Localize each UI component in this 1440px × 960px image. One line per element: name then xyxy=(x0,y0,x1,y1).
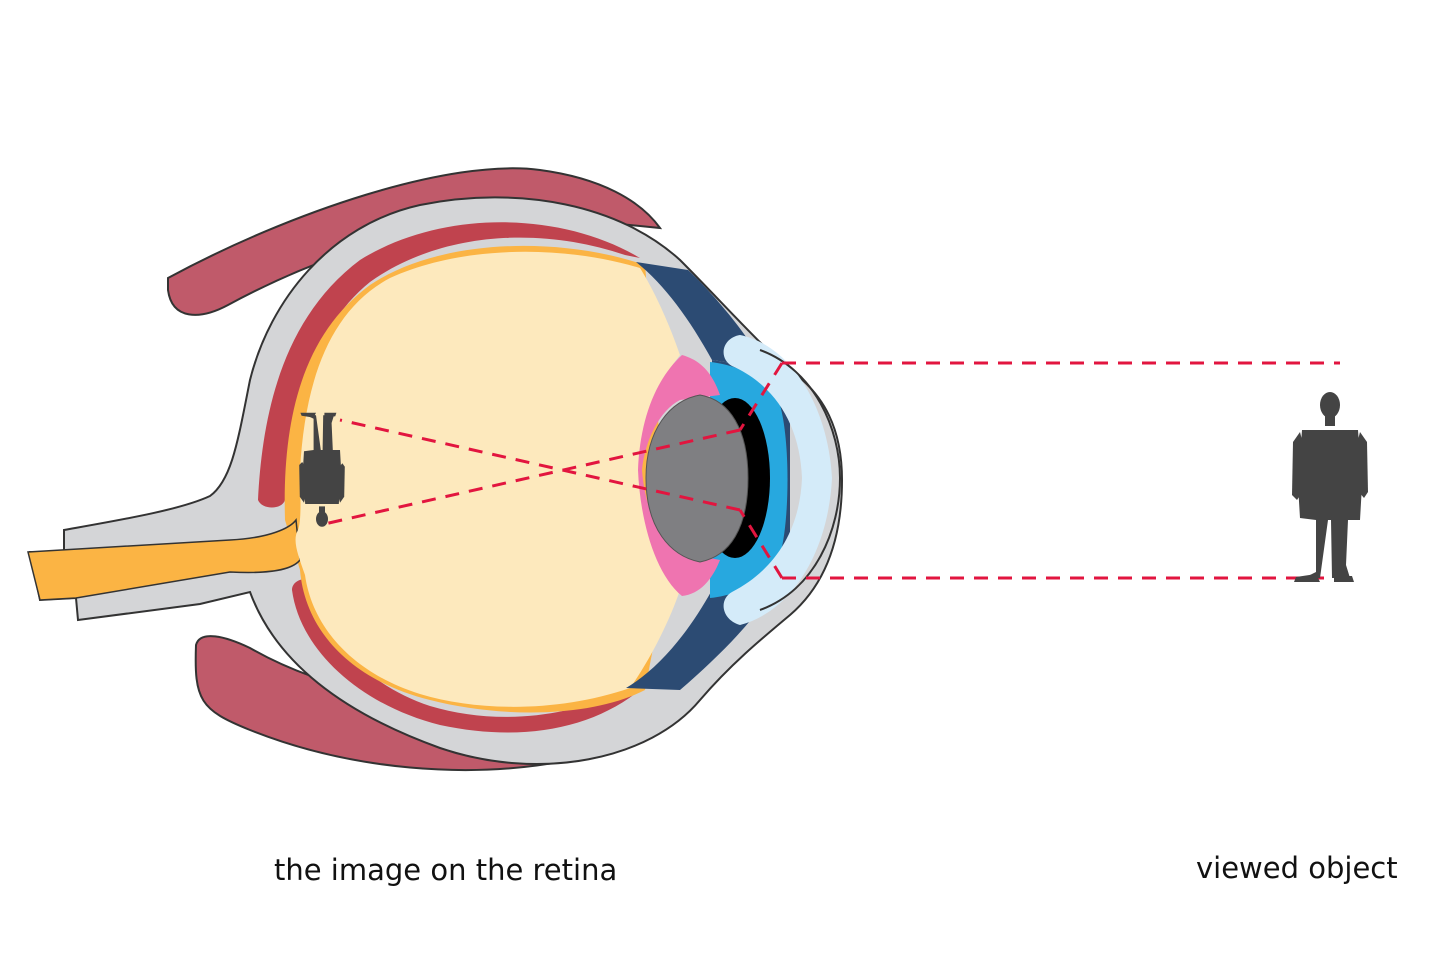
cornea xyxy=(723,335,832,625)
choroid xyxy=(258,222,640,508)
vitreous-body xyxy=(295,251,680,707)
iris-upper xyxy=(638,355,720,470)
lens xyxy=(645,394,749,563)
retina-image-label: the image on the retina xyxy=(274,853,618,887)
choroid-lower xyxy=(292,578,640,733)
light-rays xyxy=(319,361,1340,580)
ray-top-inside xyxy=(738,362,784,431)
ray-bottom-to-retina-top xyxy=(339,418,741,512)
cornea-outline xyxy=(759,349,842,611)
ray-bottom-inside xyxy=(738,509,784,579)
iris-lower xyxy=(638,470,720,596)
viewed-object-label: viewed object xyxy=(1196,851,1398,885)
standing-person-silhouette-icon xyxy=(1292,392,1368,582)
